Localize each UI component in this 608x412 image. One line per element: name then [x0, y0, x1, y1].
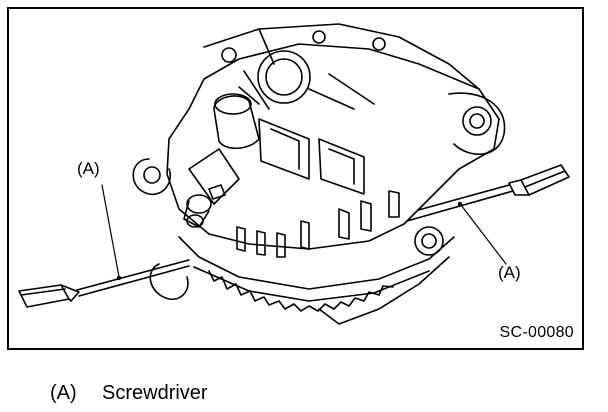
gear-housing: [149, 226, 455, 325]
callout-label-right: (A): [498, 263, 521, 282]
legend-key: (A): [50, 382, 77, 404]
leader-line-right: [460, 204, 507, 265]
leader-line-left: [101, 184, 120, 278]
figure-frame: (A) (A) SC-00080: [7, 7, 584, 350]
legend: (A) Screwdriver: [50, 383, 208, 403]
alternator-illustration: [18, 23, 570, 325]
figure-code: SC-00080: [499, 324, 574, 341]
legend-text: Screwdriver: [102, 382, 208, 404]
callout-label-left: (A): [77, 159, 100, 178]
screwdriver-left-icon: [18, 259, 190, 308]
alternator-body: [132, 23, 506, 258]
